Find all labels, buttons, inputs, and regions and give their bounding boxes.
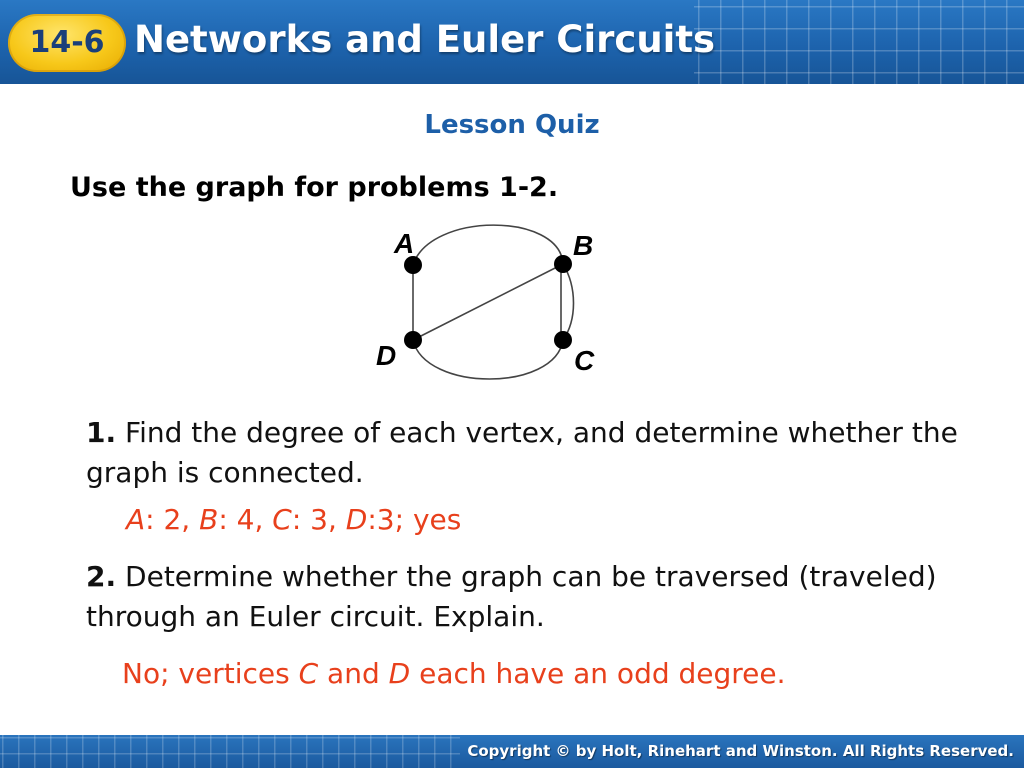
question-1: 1. Find the degree of each vertex, and d… (86, 413, 986, 493)
question-2: 2. Determine whether the graph can be tr… (86, 557, 986, 637)
vertex-d-label: D (376, 340, 396, 371)
lesson-title: Networks and Euler Circuits (134, 18, 716, 61)
answer-2-vertex-d: D (388, 657, 411, 690)
edge-a-b (412, 224, 564, 266)
answer-1-value-d: :3; yes (367, 503, 462, 536)
vertex-b-label: B (573, 230, 593, 261)
header-grid-pattern (694, 0, 1024, 84)
section-number: 14-6 (29, 25, 105, 60)
footer-grid-pattern (0, 735, 460, 768)
section-badge: 14-6 (8, 14, 126, 72)
edge-d-c (412, 339, 564, 380)
vertex-c-label: C (574, 345, 595, 376)
question-1-text: Find the degree of each vertex, and dete… (86, 416, 958, 489)
footer-bar: Copyright © by Holt, Rinehart and Winsto… (0, 735, 1024, 768)
instruction-text: Use the graph for problems 1-2. (70, 172, 559, 203)
answer-1: A: 2, B: 4, C: 3, D:3; yes (126, 503, 461, 536)
answer-2-vertex-c: C (298, 657, 319, 690)
vertex-d-dot (404, 331, 422, 349)
answer-1-value-c: : 3, (291, 503, 346, 536)
answer-1-vertex-c: C (272, 503, 292, 536)
copyright-notice: Copyright © by Holt, Rinehart and Winsto… (467, 742, 1014, 760)
question-2-number: 2. (86, 560, 117, 593)
answer-1-vertex-d: D (345, 503, 368, 536)
vertex-c-dot (554, 331, 572, 349)
answer-1-vertex-a: A (126, 503, 146, 536)
answer-2-mid: and (318, 657, 389, 690)
vertex-b-dot (554, 255, 572, 273)
edge-b-d (412, 263, 564, 341)
question-1-number: 1. (86, 416, 117, 449)
edge-b-c-outer (562, 263, 575, 341)
header-banner: 14-6 Networks and Euler Circuits (0, 0, 1024, 84)
answer-1-vertex-b: B (199, 503, 219, 536)
vertex-a-label: A (393, 228, 414, 259)
question-2-text: Determine whether the graph can be trave… (86, 560, 937, 633)
answer-2-suffix: each have an odd degree. (410, 657, 786, 690)
answer-1-value-b: : 4, (218, 503, 273, 536)
vertex-a-dot (404, 256, 422, 274)
answer-2: No; vertices C and D each have an odd de… (122, 657, 786, 690)
quiz-heading: Lesson Quiz (424, 110, 600, 140)
answer-2-prefix: No; vertices (122, 657, 299, 690)
network-graph: A B C D (376, 224, 595, 380)
answer-1-value-a: : 2, (145, 503, 200, 536)
